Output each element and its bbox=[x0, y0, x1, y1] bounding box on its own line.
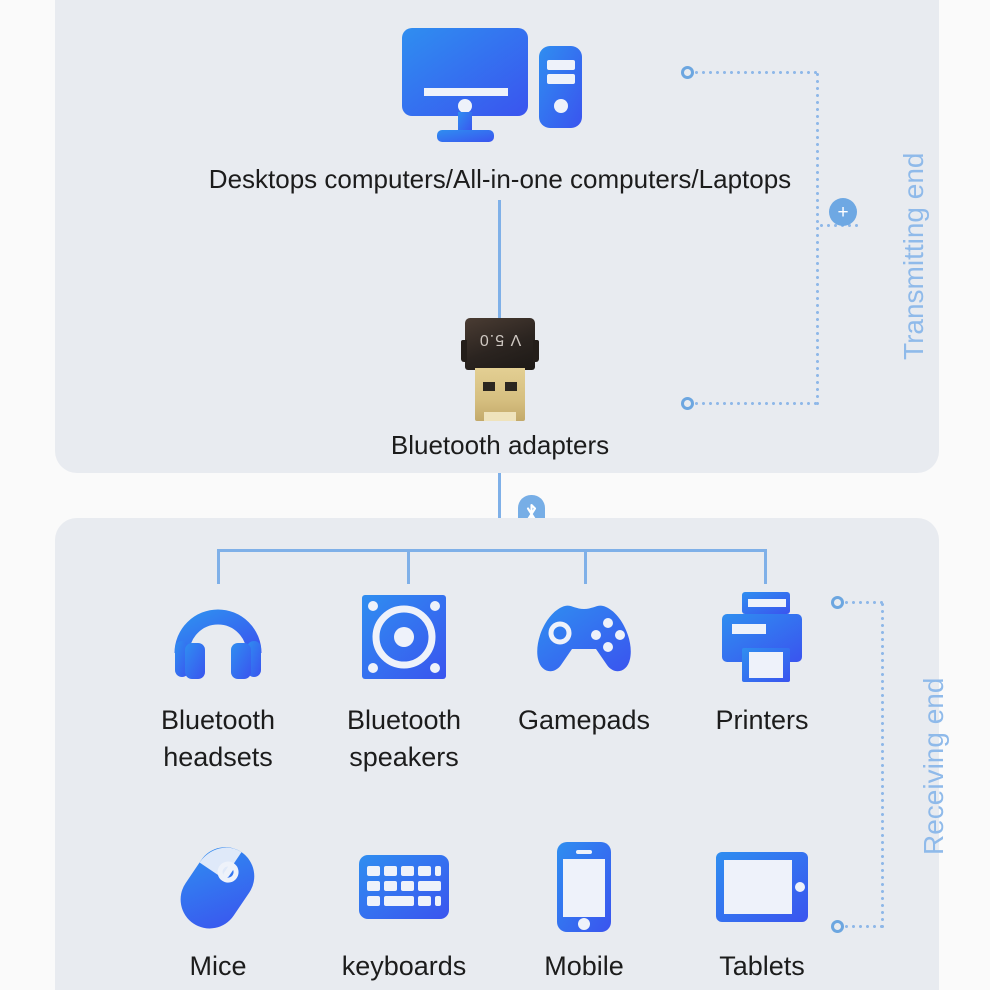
bracket-line-bottom bbox=[693, 402, 818, 405]
headphones-icon bbox=[118, 584, 318, 690]
device-mobile[interactable] bbox=[484, 834, 684, 940]
keyboard-icon bbox=[304, 834, 504, 940]
desktop-computer-icon bbox=[398, 22, 603, 152]
device-bluetooth-speakers[interactable] bbox=[304, 584, 504, 690]
bracket-line-bottom-receiving bbox=[843, 925, 883, 928]
tree-drop-2 bbox=[407, 549, 410, 584]
bracket-ring-top-receiving bbox=[831, 596, 844, 609]
usb-bluetooth-dongle-icon: V 5.0 bbox=[461, 318, 539, 423]
printer-icon bbox=[662, 584, 862, 690]
device-bluetooth-headsets[interactable] bbox=[118, 584, 318, 690]
source-devices-label: Desktops computers/All-in-one computers/… bbox=[208, 164, 792, 194]
device-label: Tablets bbox=[719, 951, 805, 981]
connector-source-to-adapter bbox=[498, 200, 501, 318]
device-label: Mice bbox=[189, 951, 247, 981]
plus-badge[interactable]: + bbox=[829, 198, 857, 226]
mouse-icon bbox=[118, 834, 318, 940]
device-keyboards[interactable] bbox=[304, 834, 504, 940]
device-printers[interactable] bbox=[662, 584, 862, 690]
speaker-icon bbox=[304, 584, 504, 690]
smartphone-icon bbox=[484, 834, 684, 940]
bracket-line-top bbox=[693, 71, 818, 74]
device-label: Mobile bbox=[544, 951, 624, 981]
bracket-ring-bottom bbox=[681, 397, 694, 410]
gamepad-icon bbox=[484, 584, 684, 690]
device-mice[interactable] bbox=[118, 834, 318, 940]
device-tablets[interactable] bbox=[662, 834, 862, 940]
bracket-line-right bbox=[816, 71, 819, 408]
bracket-ring-bottom-receiving bbox=[831, 920, 844, 933]
bluetooth-adapter-label: Bluetooth adapters bbox=[390, 430, 610, 460]
receiving-end-label: Receiving end bbox=[918, 677, 949, 855]
bracket-line-top-receiving bbox=[843, 601, 883, 604]
device-label: Printers bbox=[715, 705, 809, 735]
device-label: keyboards bbox=[341, 951, 467, 981]
connector-adapter-to-devices bbox=[498, 473, 501, 549]
tree-drop-1 bbox=[217, 549, 220, 584]
tree-drop-4 bbox=[764, 549, 767, 584]
transmitting-end-label: Transmitting end bbox=[898, 152, 929, 361]
device-label: Bluetooth speakers bbox=[346, 705, 462, 773]
bracket-line-right-receiving bbox=[881, 601, 884, 931]
tablet-icon bbox=[662, 834, 862, 940]
bracket-ring-top bbox=[681, 66, 694, 79]
tree-horizontal-bar bbox=[217, 549, 767, 552]
device-gamepads[interactable] bbox=[484, 584, 684, 690]
dongle-version-text: V 5.0 bbox=[478, 331, 522, 348]
device-label: Bluetooth headsets bbox=[160, 705, 276, 773]
device-label: Gamepads bbox=[517, 705, 651, 735]
tree-drop-3 bbox=[584, 549, 587, 584]
